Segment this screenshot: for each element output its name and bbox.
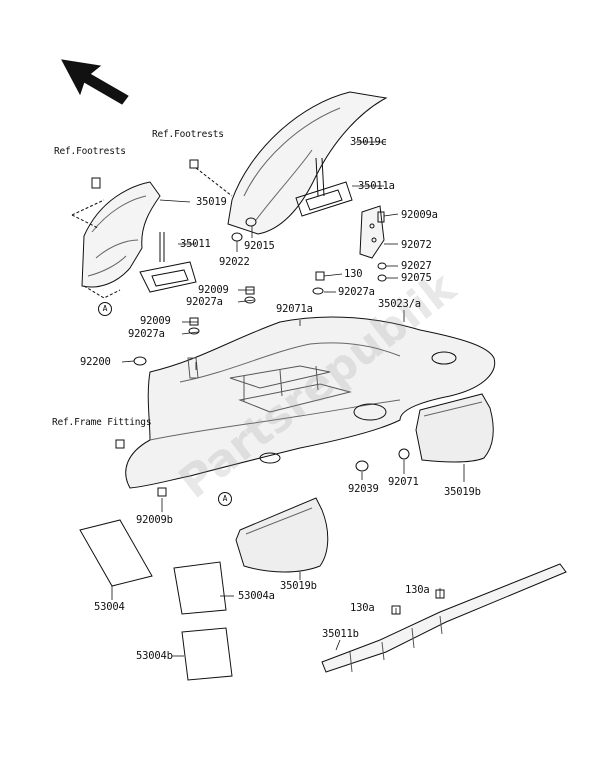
part-35019: 35019 [196,196,227,208]
part-92071a: 92071a [276,303,313,315]
part-92009-1: 92009 [198,284,229,296]
ref-footrests-top: Ref.Footrests [152,129,224,140]
part-35019c: 35019c [350,136,387,148]
part-130a-1: 130a [405,584,430,596]
part-35019b-center: 35019b [280,580,317,592]
part-92027a-top: 92027a [338,286,375,298]
center-mud-flap [235,497,329,573]
part-92027a-1: 92027a [186,296,223,308]
part-53004b: 53004b [136,650,173,662]
left-fender-stay [139,261,197,293]
direction-arrow [61,59,129,105]
decal-53004b [181,627,233,681]
part-92009a: 92009a [401,209,438,221]
part-92015: 92015 [244,240,275,252]
part-35011b: 35011b [322,628,359,640]
ref-footrests-left: Ref.Footrests [54,146,126,157]
part-92027: 92027 [401,260,432,272]
right-mud-flap [415,393,494,463]
part-92022: 92022 [219,256,250,268]
part-35023a: 35023/a [378,298,421,310]
part-35011: 35011 [180,238,211,250]
part-53004a: 53004a [238,590,275,602]
part-92009b: 92009b [136,514,173,526]
decal-53004a [173,561,227,615]
marker-a-upper: A [98,302,112,316]
part-92072: 92072 [401,239,432,251]
part-35019b-right: 35019b [444,486,481,498]
decal-53004 [79,519,153,587]
right-bracket [359,205,385,259]
part-130: 130 [344,268,363,280]
part-92075: 92075 [401,272,432,284]
part-53004: 53004 [94,601,125,613]
main-rear-fender [125,316,496,489]
part-92039: 92039 [348,483,379,495]
part-35011a: 35011a [358,180,395,192]
part-92200: 92200 [80,356,111,368]
part-92027a-2: 92027a [128,328,165,340]
ref-frame-fittings: Ref.Frame Fittings [52,417,152,428]
upper-side-fender [227,91,388,235]
part-92009-2: 92009 [140,315,171,327]
part-130a-2: 130a [350,602,375,614]
upper-fender-stay [295,181,353,217]
left-side-fender [81,181,161,288]
part-92071: 92071 [388,476,419,488]
marker-a-lower: A [218,492,232,506]
lower-bracket [321,563,567,673]
